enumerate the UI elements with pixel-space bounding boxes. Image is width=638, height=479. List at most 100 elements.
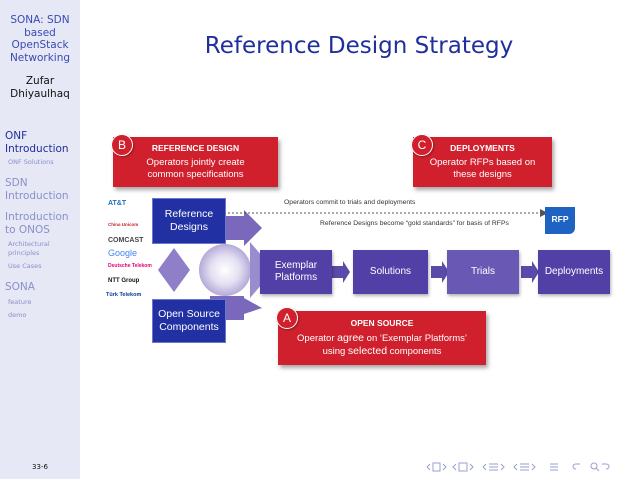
cycle-arrow-left [158,248,190,292]
open-source-label: Open Source [158,308,220,320]
deployments-label: Deployments [544,266,604,277]
deployments-line: Operator RFPs based on [429,157,536,168]
att-logo: AT&T [108,200,127,207]
nav-section-icon[interactable] [489,463,498,471]
subsection-label: principles [8,249,40,257]
flow-arrows [332,261,539,283]
reference-designs-label: Designs [170,221,208,233]
reference-designs-label: Reference [164,208,214,220]
turk-telekom-logo: Türk Telekom [106,292,142,298]
nav-search-icon[interactable] [590,462,600,472]
google-logo: Google [108,248,138,258]
badge-a: A [276,307,298,329]
deployments-box: Deployments [538,250,610,294]
solutions-label: Solutions [369,266,412,277]
presentation-title-line: SONA: SDN [10,14,70,26]
text-run: components [387,346,442,357]
agree-word: agree [337,332,365,344]
trials-label: Trials [470,266,496,277]
nav-next-frame-icon[interactable] [442,463,447,471]
sidebar-subsection-architectural-principles[interactable]: Architectural principles [8,240,78,258]
presentation-title-line: Networking [9,51,71,64]
ntt-group-logo: NTT Group [108,278,140,284]
reference-designs-box: Reference Designs [152,198,226,244]
solutions-box: Solutions [353,250,428,294]
selected-word: selected [347,345,388,357]
deployments-callout: DEPLOYMENTS Operator RFPs based on these… [413,137,552,187]
subsection-label: Architectural [8,240,50,248]
badge-c: C [411,134,433,156]
nav-forward-icon[interactable] [602,463,610,470]
nav-next-slide-icon[interactable] [531,463,536,471]
nav-prev-section-icon[interactable] [482,463,487,471]
presentation-title-line: based [24,26,56,39]
open-source-components-box: Open Source Components [152,299,226,343]
nav-next-subsection-icon[interactable] [469,463,474,471]
reference-design-callout: REFERENCE DESIGN Operators jointly creat… [113,137,278,187]
nav-prev-frame-icon[interactable] [426,463,431,471]
deployments-heading: DEPLOYMENTS [450,143,515,153]
gold-standard-note: Reference Designs become “gold standards… [320,220,509,227]
presentation-author: Zufar Dhiyaulhaq [0,75,80,100]
nav-align-icon[interactable] [550,463,558,471]
section-label: Introduction [5,189,69,202]
dotted-arrow-head [540,209,548,217]
text-run: Operator [297,333,338,344]
open-source-callout: OPEN SOURCE Operator agree on ‘Exemplar … [278,311,486,365]
open-source-line: using selected components [278,345,486,358]
exemplar-label: Exemplar [274,260,318,271]
presentation-title[interactable]: SONA: SDN based OpenStack Networking [0,14,80,64]
section-label: Introduction [5,211,69,223]
sidebar-subsection-onf-solutions[interactable]: ONF Solutions [8,158,54,166]
nav-slide-icon[interactable] [520,463,529,471]
exemplar-platforms-box: Exemplar Platforms [260,250,332,294]
trials-box: Trials [447,250,519,294]
nav-prev-slide-icon[interactable] [513,463,518,471]
reference-design-line: common specifications [147,169,244,180]
sidebar-subsection-use-cases[interactable]: Use Cases [8,262,42,270]
nav-back-icon[interactable] [572,463,580,470]
deployments-line: these designs [453,169,512,180]
text-run: on ‘Exemplar Platforms’ [364,333,467,344]
arrow-to-trials-icon [431,261,449,283]
sidebar: SONA: SDN based OpenStack Networking Zuf… [0,0,80,479]
comcast-logo: COMCAST [108,237,144,244]
author-line: Dhiyaulhaq [10,87,70,100]
author-line: Zufar [25,75,55,87]
section-label: SONA [5,281,35,293]
open-source-heading: OPEN SOURCE [350,318,414,328]
presentation-title-line: OpenStack [11,39,69,51]
deutsche-telekom-logo: Deutsche Telekom [108,263,152,269]
trials-commit-note: Operators commit to trials and deploymen… [284,199,416,206]
rfp-document-icon: RFP [545,207,575,234]
nav-subsection-icon[interactable] [458,462,468,472]
sidebar-subsection-demo[interactable]: demo [8,311,27,319]
nav-next-section-icon[interactable] [500,463,505,471]
sidebar-section-onf-introduction[interactable]: ONF Introduction [5,130,77,155]
nav-prev-subsection-icon[interactable] [452,463,457,471]
deployments-text: Operator RFPs based on these designs [413,157,552,181]
open-source-text: Operator agree on ‘Exemplar Platforms’ u… [278,332,486,358]
nav-frame-icon[interactable] [432,462,441,472]
china-unicom-logo: China Unicom [108,222,139,227]
reference-design-text: Operators jointly create common specific… [113,157,278,181]
section-label: to ONOS [5,223,50,236]
section-label: ONF [5,130,28,142]
page-number: 33-6 [32,463,48,471]
open-source-line: Operator agree on ‘Exemplar Platforms’ [278,332,486,345]
cycle-center-glow [199,244,251,296]
sidebar-subsection-feature[interactable]: feature [8,298,32,306]
slide-title: Reference Design Strategy [204,33,514,59]
sidebar-section-introduction-to-onos[interactable]: Introduction to ONOS [5,211,77,236]
reference-design-heading: REFERENCE DESIGN [151,143,240,153]
section-label: Introduction [5,142,69,155]
section-label: SDN [5,177,28,189]
arrow-to-solutions-icon [332,261,350,283]
sidebar-section-sona[interactable]: SONA [5,281,77,294]
reference-design-line: Operators jointly create [146,157,245,168]
arrow-to-deployments-icon [521,261,539,283]
sidebar-section-sdn-introduction[interactable]: SDN Introduction [5,177,77,202]
beamer-navigation-bar [426,462,610,472]
exemplar-label: Platforms [274,272,318,283]
badge-b: B [111,134,133,156]
